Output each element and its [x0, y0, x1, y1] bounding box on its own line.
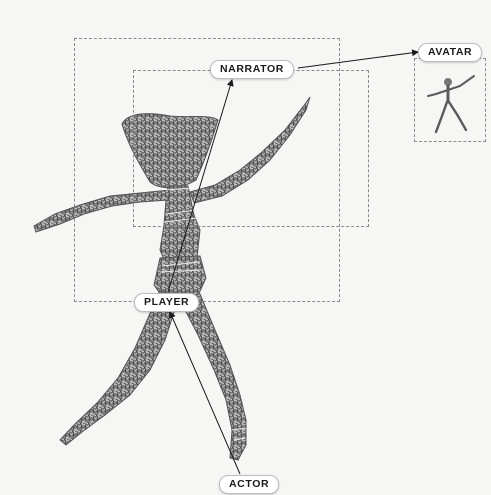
narrator-label: NARRATOR: [210, 60, 294, 79]
avatar-label: AVATAR: [418, 43, 482, 62]
player-label: PLAYER: [134, 293, 199, 312]
arrow-narrator-to-avatar: [298, 52, 418, 68]
actor-label: ACTOR: [219, 475, 279, 494]
arrow-actor-to-player: [170, 312, 240, 474]
arrow-narrator-to-player: [168, 80, 232, 292]
